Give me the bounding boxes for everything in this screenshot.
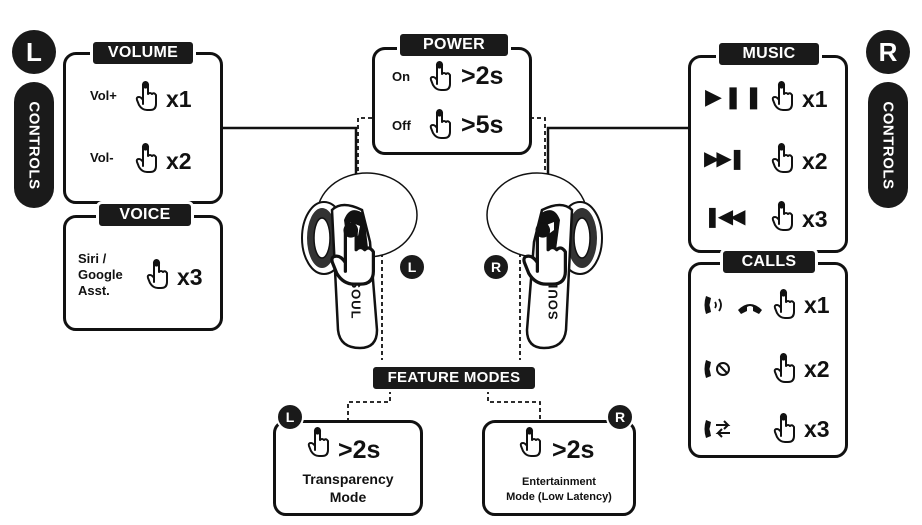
voice-label-line2: Google [78,267,123,282]
switch-call-icon [704,420,731,438]
music-x2: x2 [802,148,828,174]
right-side-badge: R [866,30,910,74]
reject-call-icon [704,360,730,378]
vol-up-mult: x1 [166,86,192,112]
tap-icon [135,81,157,111]
calls-x1: x1 [804,292,830,318]
tap-icon [771,81,793,111]
right-earbud-illustration [486,172,603,350]
right-earbud-tap-hand-icon [522,222,567,286]
vol-down-mult: x2 [166,148,192,174]
tap-icon [135,143,157,173]
vol-up-label: Vol+ [90,88,117,103]
music-x3: x3 [802,206,828,232]
power-off-label: Off [392,118,411,133]
right-earbud-badge: R [482,253,510,281]
tap-icon [771,201,793,231]
entertainment-duration: >2s [552,436,595,464]
voice-box [63,215,223,331]
tap-icon [773,413,795,443]
tap-icon [146,259,168,289]
entertainment-line1: Entertainment [522,476,596,488]
left-earbud-badge: L [398,253,426,281]
entertainment-mode-box [482,420,636,516]
calls-x2: x2 [804,356,830,382]
transparency-line2: Mode [329,489,367,505]
voice-title: VOICE [96,201,194,229]
transparency-mode-box [273,420,423,516]
voice-label: Siri / Google Asst. [78,251,123,299]
left-controls-tab: CONTROLS [14,82,54,208]
calls-x3: x3 [804,416,830,442]
power-off-duration: >5s [461,111,504,139]
transparency-duration: >2s [338,436,381,464]
entertainment-line2: Mode (Low Latency) [506,491,612,503]
tap-icon [771,143,793,173]
music-title: MUSIC [716,40,822,68]
transparency-mode-label: Transparency Mode [273,470,423,506]
vol-down-label: Vol- [90,150,114,165]
tap-icon [773,289,795,319]
voice-label-line3: Asst. [78,283,110,298]
power-on-label: On [392,69,411,84]
calls-title: CALLS [720,248,818,276]
tap-icon [519,427,541,457]
right-controls-tab: CONTROLS [868,82,908,208]
tap-icon [429,61,451,91]
power-on-duration: >2s [461,62,504,90]
left-earbud-tap-hand-icon [330,222,375,286]
entertainment-mode-label: Entertainment Mode (Low Latency) [482,475,636,505]
answer-end-call-icon [704,296,762,314]
voice-mult: x3 [177,264,203,290]
next-track-icon: ▶▶❚ [704,148,745,170]
volume-title: VOLUME [90,39,196,67]
feature-modes-title: FEATURE MODES [370,364,538,392]
tap-icon [773,353,795,383]
music-x1: x1 [802,86,828,112]
entertainment-mode-badge: R [606,403,634,431]
transparency-mode-badge: L [276,403,304,431]
play-pause-icon: ▶❚❚ [705,84,765,109]
voice-label-line1: Siri / [78,251,107,266]
volume-box [63,52,223,204]
transparency-line1: Transparency [302,471,394,487]
power-title: POWER [397,31,511,59]
left-side-badge: L [12,30,56,74]
music-box [688,55,848,253]
tap-icon [307,427,329,457]
previous-track-icon: ❚◀◀ [704,206,745,228]
tap-icon [429,109,451,139]
